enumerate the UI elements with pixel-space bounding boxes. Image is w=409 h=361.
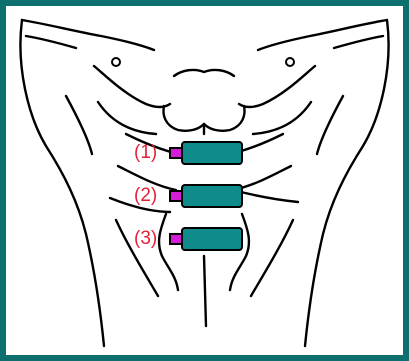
left-pectoral-lower	[98, 102, 156, 134]
right-trapezius-line	[334, 36, 383, 48]
right-armpit-line	[317, 96, 343, 154]
right-nipple	[286, 58, 294, 66]
placement-label-2: (2)	[134, 186, 157, 206]
abdomen-right-contour	[230, 214, 249, 290]
upper-abdomen-right	[204, 106, 244, 131]
midline-lower	[204, 256, 206, 326]
diagram-canvas: (1) (2) (3)	[6, 6, 403, 355]
sensor-3-body	[182, 228, 242, 250]
placement-label-3: (3)	[134, 229, 157, 249]
right-shoulder-outline	[258, 20, 387, 50]
sensor-2-body	[182, 185, 242, 207]
placement-label-1: (1)	[134, 143, 157, 163]
right-pectoral-lower	[253, 102, 311, 134]
sensor-1	[170, 142, 242, 164]
left-nipple	[112, 58, 120, 66]
left-arm-outline	[20, 20, 104, 346]
sensor-3	[170, 228, 242, 250]
left-shoulder-outline	[22, 20, 154, 50]
abdomen-left-contour	[159, 214, 178, 290]
sensor-3-tip	[170, 234, 182, 244]
upper-abdomen-left	[164, 106, 204, 131]
right-arm-outline	[305, 20, 389, 346]
sensor-2	[170, 185, 242, 207]
sternum-top	[174, 70, 234, 76]
left-pectoral-line	[94, 66, 170, 107]
sensor-2-tip	[170, 191, 182, 201]
right-flank	[251, 220, 293, 296]
sensor-1-body	[182, 142, 242, 164]
sensor-1-tip	[170, 148, 182, 158]
left-trapezius-line	[26, 36, 76, 48]
right-pectoral-line	[239, 66, 315, 107]
left-armpit-line	[66, 96, 92, 154]
torso-illustration	[6, 6, 403, 355]
